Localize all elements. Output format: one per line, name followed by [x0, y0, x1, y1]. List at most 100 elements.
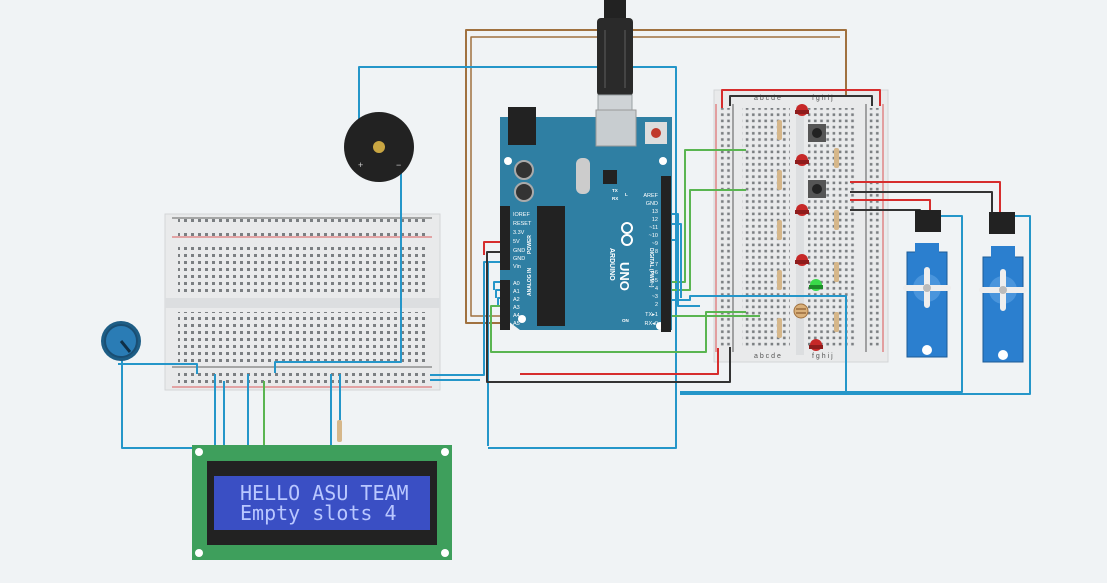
pin-label-d8: 8 [655, 249, 658, 255]
pin-label-a4: A4 [513, 313, 520, 319]
breadboard-col-labels-left-bottom: a b c d e [754, 353, 781, 360]
wire-blue-buzzer-2 [274, 165, 402, 373]
servo-motor-icon[interactable] [979, 212, 1027, 363]
arduino-l-label: L [625, 192, 628, 197]
resistor-icon[interactable] [337, 420, 342, 442]
buzzer-plus-label: + [358, 160, 363, 170]
pin-label-d9: ~9 [652, 241, 658, 247]
photoresistor-icon[interactable] [793, 303, 809, 319]
breadboard-left[interactable] [164, 213, 441, 391]
wire-blue-buzzer [358, 66, 677, 449]
resistor-icon[interactable] [834, 312, 839, 332]
wire-green-analog [490, 305, 746, 353]
resistor-icon[interactable] [777, 220, 782, 240]
arduino-power-label: POWER [527, 235, 533, 254]
wire-blue-servo1 [846, 215, 963, 393]
led-icon[interactable] [795, 204, 809, 216]
pin-label-gnd-1: GND [513, 248, 525, 254]
breadboard-col-labels-right-top: f g h i j [812, 95, 833, 102]
pin-label-d13: 13 [652, 209, 658, 215]
pin-label-3v3: 3.3V [513, 230, 525, 236]
lcd-line-2: Empty slots 4 [240, 501, 397, 525]
wire-blue-pot [121, 355, 192, 449]
arduino-tx-label: TX [612, 188, 618, 193]
wire-blue-servo2 [680, 215, 1031, 395]
wire-brown [465, 29, 847, 324]
arduino-analog-label: ANALOG IN [527, 268, 533, 296]
resistor-icon[interactable] [834, 210, 839, 230]
pushbutton-icon[interactable] [808, 180, 826, 198]
wire-green-d1 [668, 149, 746, 283]
pushbutton-icon[interactable] [808, 124, 826, 142]
pin-label-a5: A5 [513, 321, 520, 327]
pin-label-ioref: IOREF [513, 212, 530, 218]
wire-blue-rail [430, 261, 505, 376]
led-icon[interactable] [795, 104, 809, 116]
pin-label-gnd-d: GND [646, 201, 658, 207]
pushbutton-group [808, 124, 826, 198]
piezo-buzzer-icon[interactable]: + − [344, 112, 414, 182]
led-array [795, 104, 823, 351]
resistor-icon[interactable] [777, 120, 782, 140]
pin-label-d5: ~5 [652, 278, 658, 284]
arduino-digital-label: DIGITAL (PWM~) [648, 248, 654, 288]
pin-label-a2: A2 [513, 297, 520, 303]
pin-label-d7: 7 [655, 262, 658, 268]
pin-label-d6: ~6 [652, 270, 658, 276]
arduino-infinity-logo-icon [621, 222, 633, 246]
arduino-on-label: ON [622, 318, 629, 323]
resistor-icon[interactable] [777, 170, 782, 190]
pin-label-5v: 5V [513, 239, 520, 245]
arduino-model-label: UNO [617, 262, 632, 291]
arduino-uno-board[interactable]: IOREF RESET 3.3V 5V GND GND Vin A0 A1 A2… [500, 107, 672, 332]
breadboard-col-labels-left-top: a b c d e [754, 95, 781, 102]
wire-red-5v [483, 241, 505, 255]
pin-label-a0: A0 [513, 281, 520, 287]
pin-label-reset: RESET [513, 221, 532, 227]
led-icon[interactable] [795, 254, 809, 266]
wire-red-servo2 [850, 199, 931, 212]
wire-blue-d3 [668, 213, 700, 307]
breadboard-right[interactable]: a b c d e f g h i j a b c d e f g h i j [713, 89, 889, 363]
led-icon[interactable] [795, 154, 809, 166]
servo-motor-icon[interactable] [903, 210, 951, 358]
pin-label-d12: 12 [652, 217, 658, 223]
resistor-icon[interactable] [777, 270, 782, 290]
pin-label-rx0: RX◂0 [645, 321, 658, 327]
resistor-group [337, 120, 839, 442]
pin-label-a1: A1 [513, 289, 520, 295]
pin-label-aref: AREF [643, 193, 658, 199]
resistor-icon[interactable] [777, 318, 782, 338]
pin-label-vin: Vin [513, 264, 521, 270]
pin-label-d10: ~10 [649, 233, 658, 239]
breadboard-col-labels-right-bottom: f g h i j [812, 353, 833, 360]
pin-label-gnd-2: GND [513, 256, 525, 262]
pin-label-d3: ~3 [652, 294, 658, 300]
resistor-icon[interactable] [834, 262, 839, 282]
pin-label-d4: 4 [655, 286, 658, 292]
pin-label-d2: 2 [655, 302, 658, 308]
buzzer-minus-label: − [396, 160, 401, 170]
led-icon[interactable] [809, 279, 823, 291]
led-icon[interactable] [809, 339, 823, 351]
arduino-brand-label: ARDUINO [608, 248, 615, 281]
potentiometer-icon[interactable] [101, 321, 141, 361]
wire-blue-d4 [668, 223, 682, 298]
wire-black-servo1 [850, 191, 993, 212]
wire-blue-pot-2 [118, 363, 198, 374]
arduino-rx-label: RX [612, 196, 618, 201]
wire-red-servo1 [850, 181, 1001, 212]
pin-label-a3: A3 [513, 305, 520, 311]
wire-red-rail [520, 348, 719, 375]
wire-blue-d6 [668, 295, 847, 393]
wires [118, 29, 1031, 449]
wire-red-top [721, 89, 881, 108]
lcd-module[interactable]: HELLO ASU TEAM Empty slots 4 [192, 445, 452, 560]
pin-label-tx1: TX▸1 [645, 312, 658, 318]
pin-label-d11: ~11 [649, 225, 658, 231]
wire-black-top [729, 95, 873, 106]
resistor-icon[interactable] [834, 148, 839, 168]
lcd-line-1: HELLO ASU TEAM [240, 481, 409, 505]
wire-black-gnd [486, 251, 731, 383]
